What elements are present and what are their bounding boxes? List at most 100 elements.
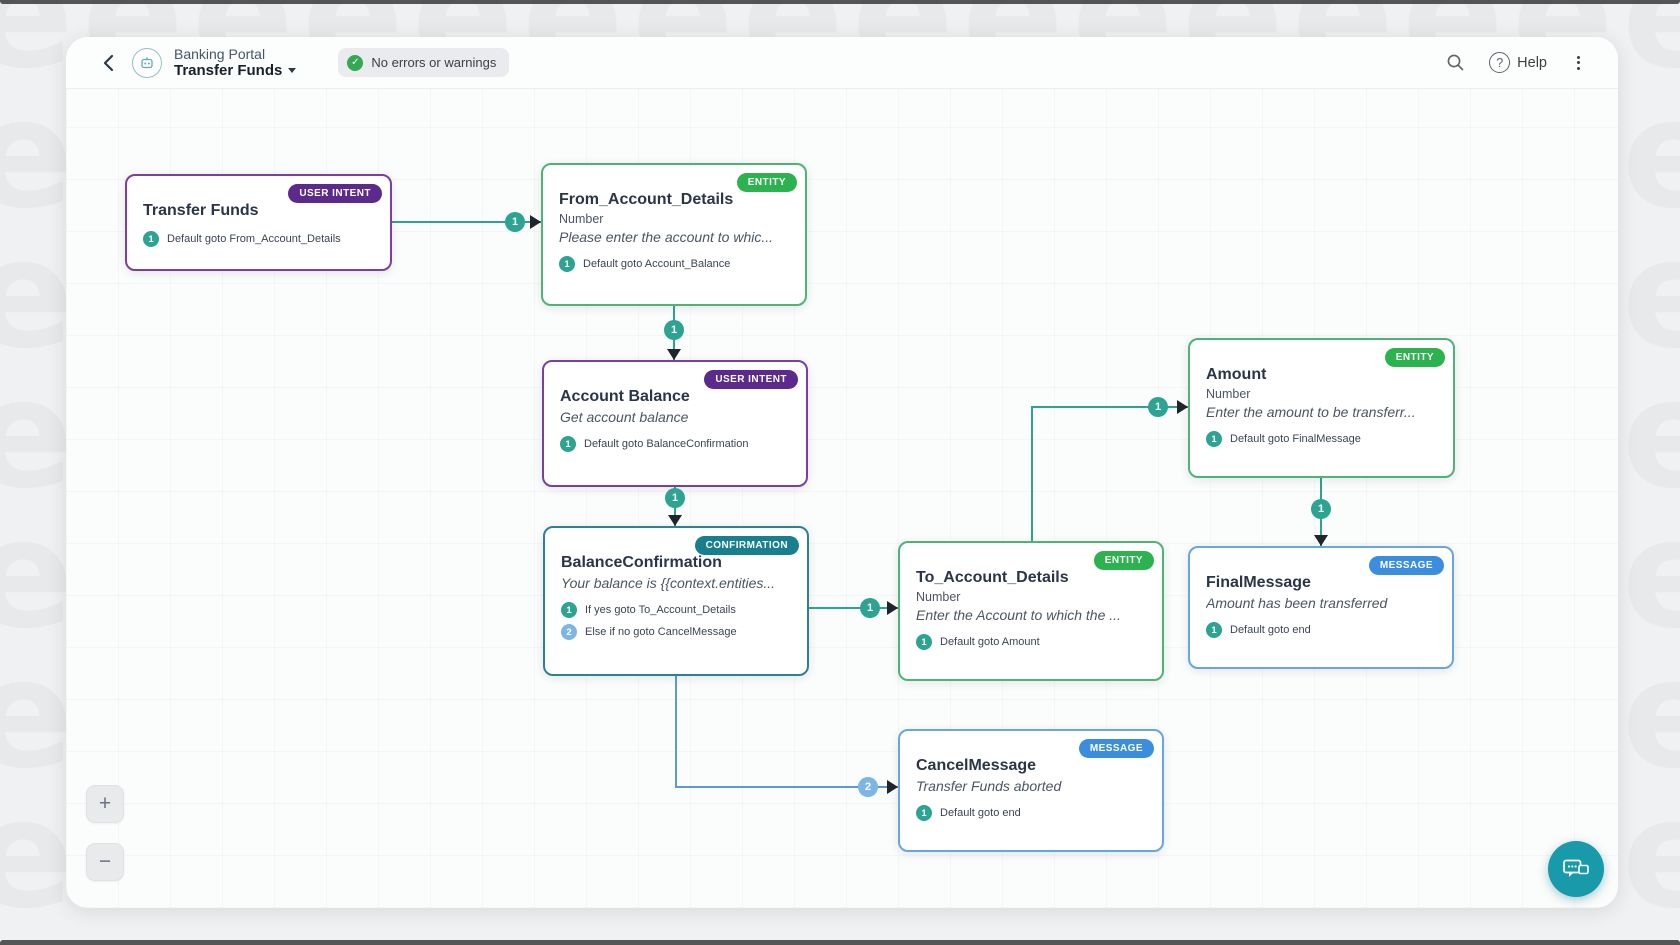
transition-number: 1 [560,436,576,452]
transition-number: 1 [1206,431,1222,447]
node-amount[interactable]: ENTITY Amount Number Enter the amount to… [1188,338,1455,478]
screen-edge-bottom [0,940,1680,945]
title-block: Banking Portal Transfer Funds [174,45,297,79]
arrowhead-icon [668,515,682,526]
bot-avatar-icon [132,47,162,78]
node-type-badge: ENTITY [736,173,797,192]
transition-row: 1 Default goto From_Account_Details [143,231,376,247]
flow-canvas[interactable]: 1 1 1 1 1 1 2 [66,89,1618,908]
transition-number: 2 [561,624,577,640]
node-type-badge: MESSAGE [1368,556,1444,575]
arrowhead-icon [667,349,681,360]
transition-row: 1 Default goto Account_Balance [559,256,791,272]
connector-badge[interactable]: 2 [858,777,878,797]
watermark-letter: e [1622,768,1680,942]
connector-line [809,607,898,609]
watermark-letter: e [1622,208,1680,382]
arrowhead-icon [887,601,898,615]
node-transfer-funds[interactable]: USER INTENT Transfer Funds 1 Default got… [125,174,392,271]
node-type-badge: USER INTENT [704,370,798,389]
header-bar: Banking Portal Transfer Funds ✓ No error… [66,37,1618,89]
connector-line [675,786,898,788]
help-label: Help [1517,54,1547,71]
transition-text: Default goto Account_Balance [583,258,731,270]
node-type-badge: MESSAGE [1078,739,1154,758]
back-button[interactable] [96,50,122,76]
watermark-letter: e [0,68,74,242]
connector-line [1031,407,1033,541]
node-final-message[interactable]: MESSAGE FinalMessage Amount has been tra… [1188,546,1454,669]
flow-selector[interactable]: Transfer Funds [174,61,297,79]
status-text: No errors or warnings [371,55,497,70]
watermark-letter: e [1622,68,1680,242]
node-title: BalanceConfirmation [561,554,722,571]
node-prompt: Please enter the account to whic... [559,229,774,245]
help-button[interactable]: ? Help [1489,52,1547,73]
transition-number: 1 [1206,622,1222,638]
connector-badge[interactable]: 1 [1148,397,1168,417]
watermark-letter: e [0,208,74,382]
node-title: FinalMessage [1206,574,1311,591]
connector-badge[interactable]: 1 [1311,499,1331,519]
transition-number: 1 [559,256,575,272]
node-prompt: Transfer Funds aborted [916,778,1062,794]
node-entity-type: Number [916,590,961,604]
watermark-letter: e [1622,488,1680,662]
node-type-badge: ENTITY [1093,551,1154,570]
header-actions: ? Help [1446,52,1586,74]
zoom-out-button[interactable]: − [86,843,124,881]
node-prompt: Get account balance [560,409,689,425]
transition-text: Default goto Amount [940,636,1040,648]
connector-line [1031,406,1188,408]
transition-text: Default goto FinalMessage [1230,433,1361,445]
node-prompt: Enter the amount to be transferr... [1206,404,1416,420]
watermark-letter: e [0,768,74,942]
connector-badge[interactable]: 1 [860,598,880,618]
zoom-in-button[interactable]: + [86,785,124,823]
arrowhead-icon [1177,400,1188,414]
app-window: Banking Portal Transfer Funds ✓ No error… [66,37,1618,908]
node-type-badge: ENTITY [1384,348,1445,367]
connector-badge[interactable]: 1 [665,488,685,508]
watermark-letter: e [0,348,74,522]
node-to-account-details[interactable]: ENTITY To_Account_Details Number Enter t… [898,541,1164,681]
connector-badge[interactable]: 1 [505,212,525,232]
connector-line [675,676,677,788]
node-prompt: Amount has been transferred [1206,595,1388,611]
node-title: Account Balance [560,388,690,405]
connector-line [392,221,541,223]
connector-badge[interactable]: 1 [664,320,684,340]
watermark-letter: e [1622,0,1680,102]
node-title: To_Account_Details [916,569,1069,586]
transition-row: 1 Default goto Amount [916,634,1148,650]
arrowhead-icon [887,780,898,794]
node-entity-type: Number [1206,387,1251,401]
back-chevron-icon [103,54,114,71]
transition-number: 1 [561,602,577,618]
node-cancel-message[interactable]: MESSAGE CancelMessage Transfer Funds abo… [898,729,1164,852]
search-icon[interactable] [1446,53,1465,72]
node-title: Amount [1206,366,1267,383]
transition-row: 1 Default goto BalanceConfirmation [560,436,792,452]
transition-text: Default goto end [1230,624,1311,636]
more-options-menu-icon[interactable] [1571,52,1586,74]
node-title: Transfer Funds [143,202,259,219]
transition-row: 2 Else if no goto CancelMessage [561,624,793,640]
chat-bubbles-icon [1563,859,1589,877]
node-account-balance[interactable]: USER INTENT Account Balance Get account … [542,360,808,487]
app-title: Banking Portal [174,45,266,62]
node-entity-type: Number [559,212,604,226]
chat-preview-button[interactable] [1548,841,1604,897]
node-balance-confirmation[interactable]: CONFIRMATION BalanceConfirmation Your ba… [543,526,809,676]
transition-number: 1 [916,805,932,821]
validation-status-badge: ✓ No errors or warnings [338,48,510,77]
arrowhead-icon [1314,535,1328,546]
node-type-badge: USER INTENT [288,184,382,203]
transition-text: Default goto From_Account_Details [167,233,341,245]
transition-row: 1 Default goto end [1206,622,1438,638]
question-icon: ? [1489,52,1511,73]
transition-number: 1 [143,231,159,247]
flow-title: Transfer Funds [174,61,283,79]
node-from-account-details[interactable]: ENTITY From_Account_Details Number Pleas… [541,163,807,306]
transition-text: Else if no goto CancelMessage [585,626,737,638]
